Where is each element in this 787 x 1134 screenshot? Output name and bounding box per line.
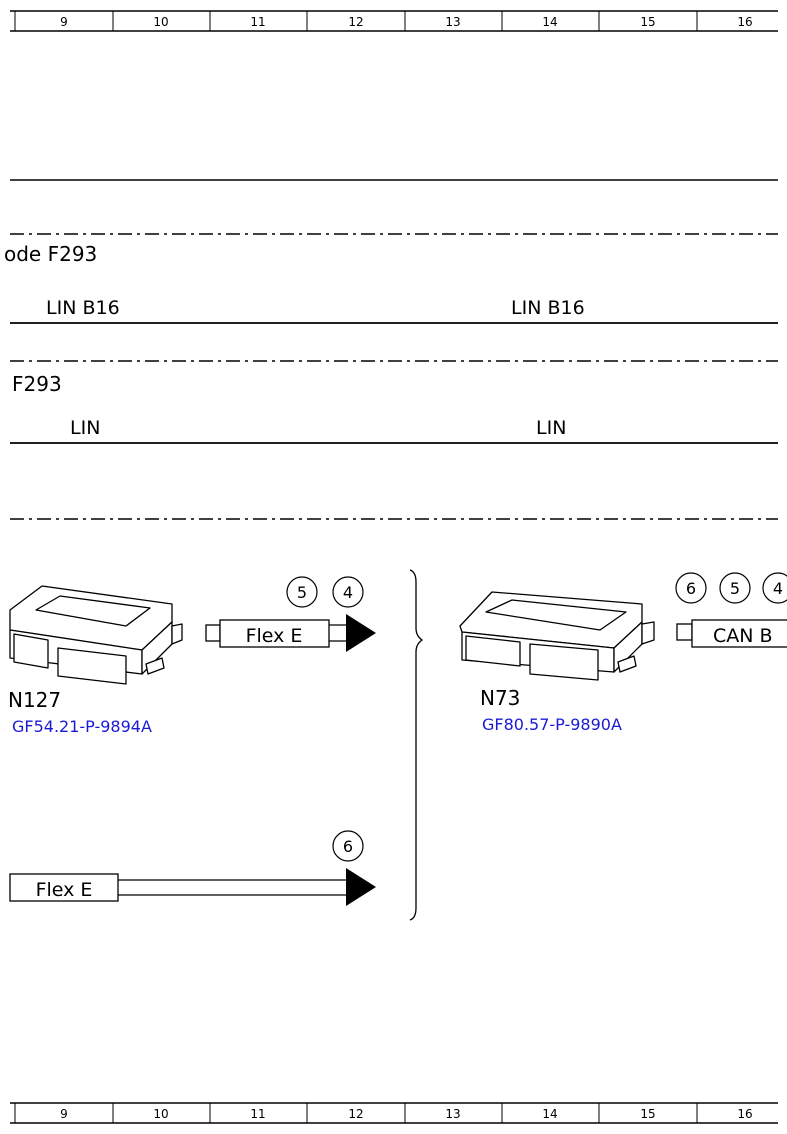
ruler-col-10: 10: [153, 15, 168, 29]
doc-link[interactable]: GF54.21-P-9894A: [12, 717, 152, 736]
ruler-col-11: 11: [250, 1107, 265, 1121]
bus-box-label: CAN B: [713, 625, 773, 647]
bus-box[interactable]: [691, 619, 787, 648]
connector-stub: [205, 624, 221, 642]
ref-circle[interactable]: 4: [332, 576, 364, 608]
lower-bus-flex-e[interactable]: Flex E 6: [9, 830, 376, 906]
ruler-col-13: 13: [445, 15, 460, 29]
net-label-right: LIN: [536, 417, 566, 439]
control-unit-n73[interactable]: N73 GF80.57-P-9890A CAN B 6 5 4: [459, 572, 787, 734]
grouping-brace: [409, 569, 424, 921]
ruler-col-13: 13: [445, 1107, 460, 1121]
net-label-left: LIN B16: [46, 297, 120, 319]
ruler-col-10: 10: [153, 1107, 168, 1121]
svg-text:4: 4: [773, 579, 783, 598]
ref-circle[interactable]: 5: [286, 576, 318, 608]
component-id: N127: [8, 688, 61, 712]
ruler-col-14: 14: [542, 1107, 557, 1121]
bus-section-lin-b16: ode F293 LIN B16 LIN B16: [4, 233, 778, 362]
svg-text:6: 6: [343, 837, 353, 856]
arrow-right-icon: [346, 868, 376, 906]
ruler-col-15: 15: [640, 15, 655, 29]
ref-circle[interactable]: 4: [762, 572, 787, 604]
svg-text:5: 5: [297, 583, 307, 602]
control-unit-icon: [9, 585, 183, 685]
control-unit-icon: [459, 591, 655, 681]
bus-section-lin: F293 LIN LIN: [10, 372, 778, 520]
net-label-right: LIN B16: [511, 297, 585, 319]
component-id: N73: [480, 686, 520, 710]
bottom-ruler: 9 10 11 12 13 14 15 16: [10, 1102, 778, 1124]
control-unit-n127[interactable]: N127 GF54.21-P-9894A Flex E 5 4: [8, 576, 376, 736]
connector-stub: [676, 623, 693, 641]
arrow-right-icon: [346, 614, 376, 652]
svg-text:6: 6: [686, 579, 696, 598]
ref-circle[interactable]: 5: [719, 572, 751, 604]
top-ruler: 9 10 11 12 13 14 15 16: [10, 10, 778, 32]
svg-text:5: 5: [730, 579, 740, 598]
ruler-col-12: 12: [348, 15, 363, 29]
bus-box[interactable]: [219, 619, 330, 648]
bus-box-label: Flex E: [36, 879, 93, 901]
ref-circle[interactable]: 6: [332, 830, 364, 862]
ruler-col-12: 12: [348, 1107, 363, 1121]
bus-box-label: Flex E: [246, 625, 303, 647]
ruler-col-16: 16: [737, 1107, 752, 1121]
bus-section-title: ode F293: [4, 242, 97, 266]
doc-link[interactable]: GF80.57-P-9890A: [482, 715, 622, 734]
bus-section-title: F293: [12, 372, 62, 396]
ruler-col-15: 15: [640, 1107, 655, 1121]
svg-text:4: 4: [343, 583, 353, 602]
ruler-col-9: 9: [60, 1107, 68, 1121]
bus-box[interactable]: [9, 873, 119, 902]
ref-circle[interactable]: 6: [675, 572, 707, 604]
ruler-col-14: 14: [542, 15, 557, 29]
ruler-col-9: 9: [60, 15, 68, 29]
ruler-col-16: 16: [737, 15, 752, 29]
ruler-col-11: 11: [250, 15, 265, 29]
net-label-left: LIN: [70, 417, 100, 439]
